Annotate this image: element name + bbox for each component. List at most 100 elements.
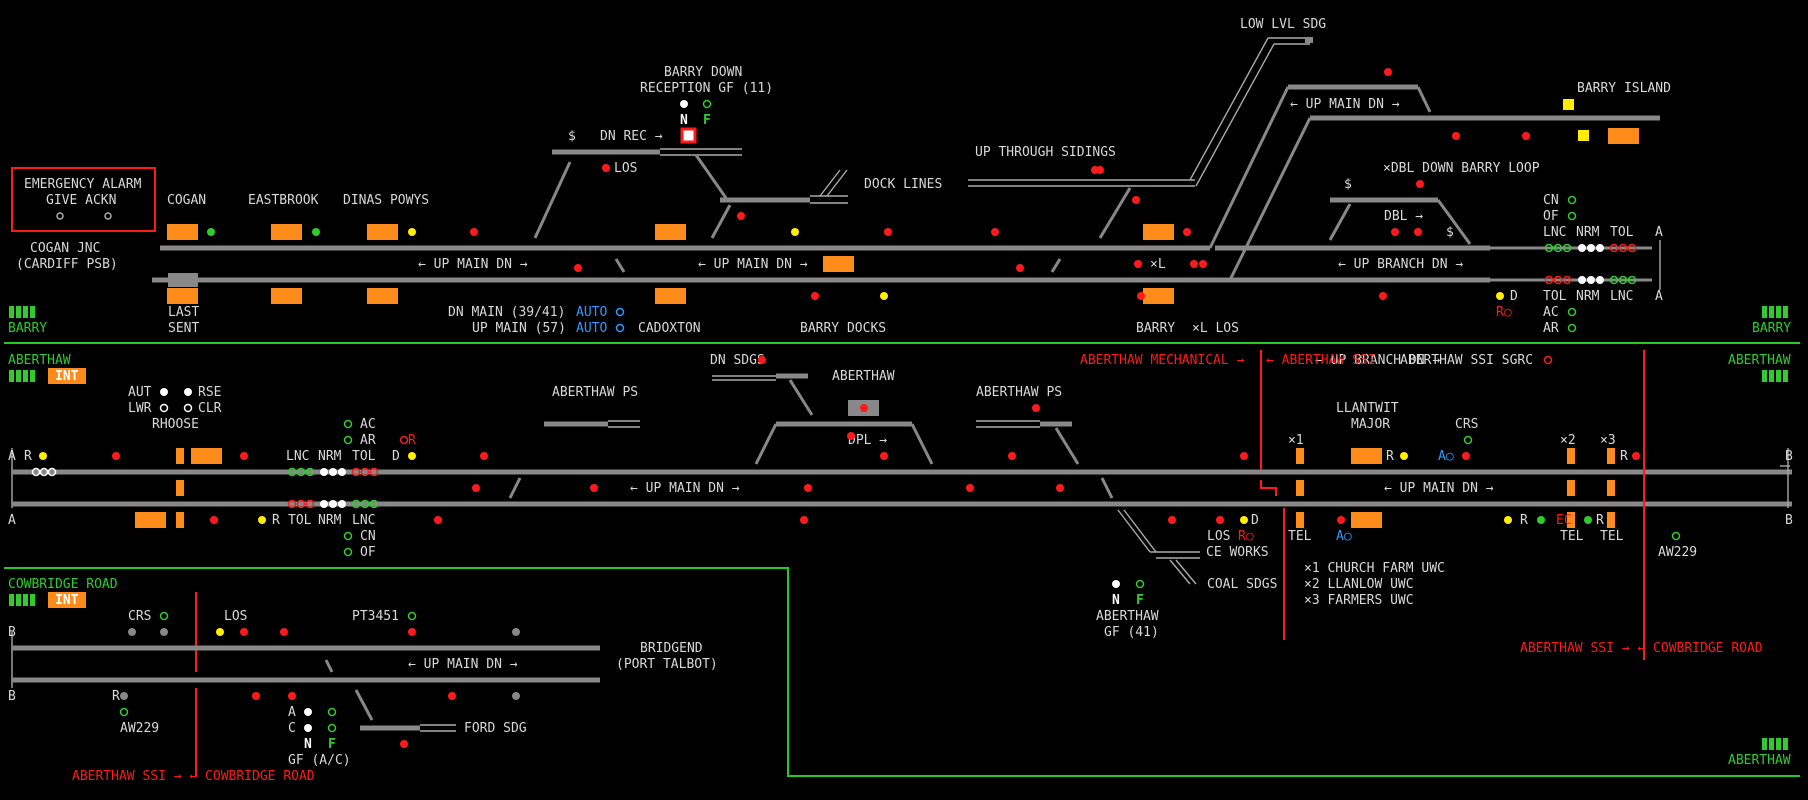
track-dbl-diag-2[interactable] xyxy=(1436,199,1472,245)
signal-mid-25[interactable] xyxy=(1504,516,1512,524)
signal-mid-10[interactable] xyxy=(1462,452,1470,460)
ac-indicator-mid[interactable] xyxy=(343,419,353,429)
signal-bot-8[interactable] xyxy=(120,692,128,700)
berth-barry-up[interactable] xyxy=(1143,224,1174,240)
track-upper-loop-left[interactable] xyxy=(1208,86,1290,249)
crossover-top-1[interactable] xyxy=(614,258,626,273)
signal-top-15[interactable] xyxy=(1199,260,1207,268)
top-signals[interactable] xyxy=(207,68,1530,300)
int-button-bot[interactable] xyxy=(48,592,86,608)
up-main-auto-indicator[interactable] xyxy=(615,323,625,333)
signal-top-13[interactable] xyxy=(1134,260,1142,268)
signal-bot-1[interactable] xyxy=(128,628,136,636)
signal-upper-loop[interactable] xyxy=(1384,68,1392,76)
signal-top-11[interactable] xyxy=(574,264,582,272)
signal-mid-20[interactable] xyxy=(800,516,808,524)
signal-top-4[interactable] xyxy=(470,228,478,236)
signal-mid-15[interactable] xyxy=(966,484,974,492)
signal-mid-14[interactable] xyxy=(804,484,812,492)
signal-top-14[interactable] xyxy=(1190,260,1198,268)
berth-rhoose[interactable] xyxy=(191,448,222,464)
signal-mid-1[interactable] xyxy=(39,452,47,460)
ground-frame-lever[interactable] xyxy=(680,127,697,144)
berth-mid-1[interactable] xyxy=(176,448,184,464)
signal-mid-27[interactable] xyxy=(1584,516,1592,524)
track-low-lvl-2[interactable] xyxy=(1195,43,1275,187)
berth-mid-11[interactable] xyxy=(1296,480,1304,496)
berth-x2[interactable] xyxy=(1567,448,1575,464)
track-dock-diag-1[interactable] xyxy=(819,169,841,197)
track-barry-island-diag[interactable] xyxy=(1228,117,1312,281)
signal-mid-17[interactable] xyxy=(210,516,218,524)
signal-los-top[interactable] xyxy=(602,164,610,172)
track-dn-sdgs-diag[interactable] xyxy=(788,379,814,416)
berth-x1[interactable] xyxy=(1296,448,1304,464)
signal-mid-11[interactable] xyxy=(1632,452,1640,460)
crossover-bot-1[interactable] xyxy=(324,659,334,673)
signal-cogan[interactable] xyxy=(207,228,215,236)
signal-bot-3[interactable] xyxy=(216,628,224,636)
crossover-top-2[interactable] xyxy=(1050,258,1062,273)
track-ce-works-1[interactable] xyxy=(1117,509,1151,553)
berth-eastbrook[interactable] xyxy=(271,224,302,240)
berth-cadoxton-dn[interactable] xyxy=(655,288,686,304)
dn-main-auto-indicator[interactable] xyxy=(615,307,625,317)
crs-indicator-bot[interactable] xyxy=(159,611,169,621)
berth-mid-4[interactable] xyxy=(176,512,184,528)
r-indicator-mid[interactable] xyxy=(399,435,409,445)
track-upper-loop-right[interactable] xyxy=(1416,86,1432,113)
signal-top-10[interactable] xyxy=(1414,228,1422,236)
signal-mid-13[interactable] xyxy=(590,484,598,492)
signal-aberthaw-ps-2[interactable] xyxy=(1032,404,1040,412)
signal-aberthaw[interactable] xyxy=(860,404,868,412)
rse-indicator[interactable] xyxy=(184,388,192,396)
int-button-mid[interactable] xyxy=(48,368,86,384)
berth-llantwit[interactable] xyxy=(1351,448,1382,464)
crossover-mid-2[interactable] xyxy=(1100,477,1114,499)
signal-mid-3[interactable] xyxy=(240,452,248,460)
signal-top-5[interactable] xyxy=(791,228,799,236)
signal-dinas-powys[interactable] xyxy=(408,228,416,236)
crossover-dn-rec-2[interactable] xyxy=(694,154,728,199)
signal-dn-sdgs[interactable] xyxy=(758,356,766,364)
signal-mid-23[interactable] xyxy=(1240,516,1248,524)
signal-bot-4[interactable] xyxy=(240,628,248,636)
signal-mid-4[interactable] xyxy=(408,452,416,460)
signal-bot-5[interactable] xyxy=(280,628,288,636)
berth-cogan[interactable] xyxy=(167,224,198,240)
signal-mid-21[interactable] xyxy=(1168,516,1176,524)
crossover-mid-1[interactable] xyxy=(508,477,522,499)
signal-top-21[interactable] xyxy=(1091,166,1099,174)
berth-eastbrook-dn[interactable] xyxy=(271,288,302,304)
berth-last-sent[interactable] xyxy=(167,288,198,304)
berth-mid-6[interactable] xyxy=(1607,480,1615,496)
signal-top-17[interactable] xyxy=(880,292,888,300)
signal-up-through-2[interactable] xyxy=(1132,196,1140,204)
emergency-alarm-panel[interactable] xyxy=(11,167,156,232)
bot-signals[interactable] xyxy=(120,628,520,748)
signal-mid-18[interactable] xyxy=(258,516,266,524)
ar-indicator-top[interactable] xyxy=(1567,323,1577,333)
berth-mid-8[interactable] xyxy=(1351,512,1382,528)
crossover-dn-rec-1[interactable] xyxy=(533,161,572,239)
signal-mid-22[interactable] xyxy=(1216,516,1224,524)
track-coal-sdgs-2[interactable] xyxy=(1175,559,1197,585)
signal-bot-12[interactable] xyxy=(512,692,520,700)
berth-dinas-powys-dn[interactable] xyxy=(367,288,398,304)
track-coal-sdgs-1[interactable] xyxy=(1169,559,1191,585)
track-aberthaw-loop-l[interactable] xyxy=(754,423,778,465)
signal-mid-26[interactable] xyxy=(1537,516,1545,524)
signal-top-7[interactable] xyxy=(991,228,999,236)
crossover-up-through[interactable] xyxy=(1098,187,1132,239)
signal-bot-2[interactable] xyxy=(160,628,168,636)
crossover-dock-1[interactable] xyxy=(710,204,732,239)
berth-x3[interactable] xyxy=(1607,448,1615,464)
aw229-indicator-mid[interactable] xyxy=(1671,531,1681,541)
signal-mid-12[interactable] xyxy=(472,484,480,492)
signal-mid-19[interactable] xyxy=(434,516,442,524)
berth-barry-island[interactable] xyxy=(1608,128,1639,144)
track-aberthaw-loop-r[interactable] xyxy=(910,423,934,465)
signal-top-20[interactable] xyxy=(1496,292,1504,300)
signal-eastbrook[interactable] xyxy=(312,228,320,236)
signal-top-16[interactable] xyxy=(811,292,819,300)
